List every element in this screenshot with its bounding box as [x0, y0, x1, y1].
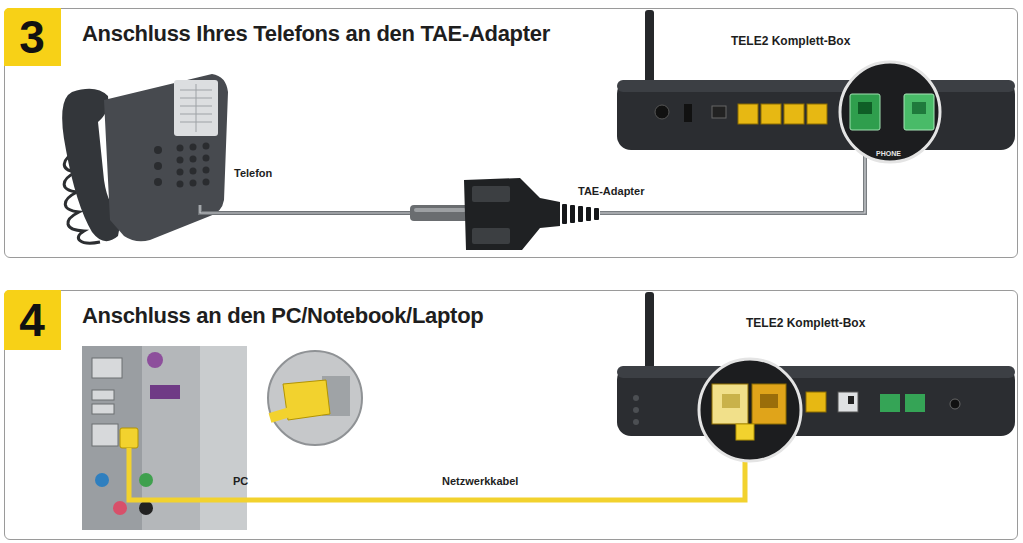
device-label: Telefon [234, 167, 272, 179]
ethernet-port-zoom [712, 384, 748, 424]
audio-jack [139, 473, 153, 487]
pc-port [838, 392, 858, 412]
callout-number: 3 [19, 14, 45, 60]
network-plug [120, 428, 138, 448]
step-heading: Anschluss Ihres Telefons an den TAE-Adap… [82, 21, 550, 47]
step-panel: Anschluss Ihres Telefons an den TAE-Adap… [4, 8, 1018, 258]
router-body [617, 366, 1015, 436]
device-label: TELE2 Komplett-Box [731, 35, 850, 48]
step-number-box: 4 [4, 290, 61, 350]
port-opening [760, 394, 778, 408]
phone-cable-highlight [200, 205, 415, 213]
tae-plug-shine [414, 208, 466, 212]
network-cable-zoom [270, 412, 290, 418]
port-label: PHONE [876, 150, 901, 158]
step-panel: Anschluss an den PC/Notebook/Laptop 4 [4, 290, 1018, 540]
phone-cable [200, 205, 415, 213]
audio-jack [95, 473, 109, 487]
tae-plug [410, 205, 470, 221]
vga-port [150, 385, 180, 399]
tae-ribs [562, 204, 599, 224]
power-switch [684, 104, 692, 122]
network-plug [736, 424, 754, 440]
network-cable [129, 440, 745, 500]
router-body [617, 80, 1015, 150]
phone-display-lines [180, 84, 212, 132]
audio-jack [113, 501, 127, 515]
ethernet-port [806, 392, 826, 412]
ps2-port [147, 352, 163, 368]
status-leds [633, 395, 639, 425]
phone-port [904, 94, 934, 130]
router-top [617, 366, 1015, 378]
device-label: TELE2 Komplett-Box [746, 317, 865, 330]
power-jack [655, 105, 669, 119]
tae-socket [472, 228, 510, 244]
phone-base [104, 74, 228, 241]
ethernet-ports [738, 104, 827, 124]
device-label: TAE-Adapter [578, 185, 644, 197]
port-opening [848, 396, 854, 404]
cable-label: Netzwerkkabel [442, 475, 518, 487]
zoom-circle [699, 359, 801, 461]
port-opening [722, 394, 740, 408]
ethernet-port-zoom [752, 384, 786, 424]
tae-adapter-body [464, 178, 560, 250]
zoom-circle [840, 62, 940, 162]
phone-port [880, 394, 900, 412]
callout-number: 4 [19, 297, 45, 343]
phone-port [905, 394, 925, 412]
router-antenna [645, 292, 654, 372]
router-antenna [645, 10, 654, 90]
device-label: PC [233, 475, 248, 487]
router-top [617, 80, 1015, 92]
audio-jack [139, 501, 153, 515]
pc-ports [92, 358, 122, 446]
port-opening [858, 102, 872, 114]
tae-socket [472, 186, 510, 202]
zoom-circle [268, 351, 362, 445]
phone-port [850, 94, 880, 130]
step-heading: Anschluss an den PC/Notebook/Laptop [82, 303, 483, 329]
reset-button [950, 399, 960, 409]
step-number-box: 3 [4, 8, 61, 66]
phone-keys [154, 143, 210, 188]
usb-port [712, 106, 726, 118]
phone-display [174, 80, 218, 136]
port-opening [912, 102, 926, 114]
